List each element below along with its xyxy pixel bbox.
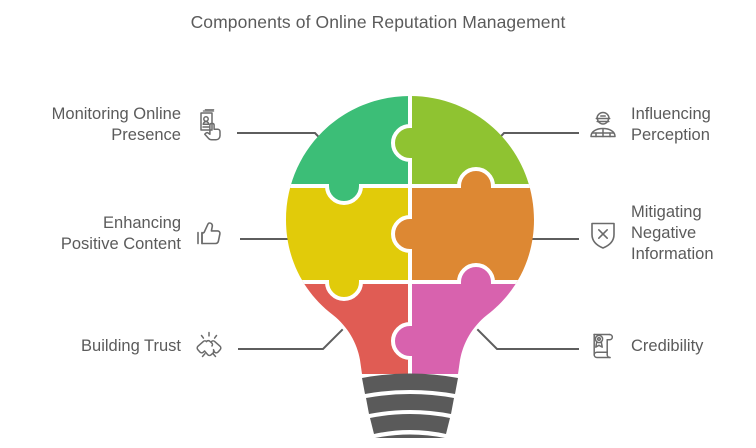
label-influencing-perception[interactable]: Influencing Perception	[586, 104, 756, 146]
bulb-screw-base	[362, 373, 458, 438]
label-mitigating-negative-information[interactable]: Mitigating Negative Information	[586, 202, 756, 265]
lightbulb-svg	[286, 96, 534, 438]
label-text: Enhancing Positive Content	[60, 214, 181, 253]
page-title: Components of Online Reputation Manageme…	[190, 12, 566, 32]
certificate-scroll-icon	[586, 329, 620, 363]
label-enhancing-positive-content[interactable]: Enhancing Positive Content	[24, 213, 226, 255]
piece-bottom-right	[393, 265, 534, 374]
label-text: Building Trust	[81, 336, 181, 355]
label-text: Influencing Perception	[631, 105, 711, 144]
thumbs-up-icon	[192, 217, 226, 251]
label-monitoring-online-presence[interactable]: Monitoring Online Presence	[24, 104, 226, 146]
lightbulb-puzzle-graphic	[278, 88, 542, 438]
label-credibility[interactable]: Credibility	[586, 329, 756, 363]
label-building-trust[interactable]: Building Trust	[24, 329, 226, 363]
piece-middle-left	[286, 186, 410, 299]
label-text: Credibility	[631, 336, 704, 355]
label-text: Mitigating Negative Information	[631, 203, 714, 263]
piece-middle-right	[393, 169, 534, 282]
fist-bump-icon	[192, 329, 226, 363]
shield-x-icon	[586, 217, 620, 251]
person-hat-icon	[586, 108, 620, 142]
label-text: Monitoring Online Presence	[51, 105, 181, 144]
piece-bottom-left	[286, 282, 410, 374]
profile-card-tap-icon	[192, 108, 226, 142]
